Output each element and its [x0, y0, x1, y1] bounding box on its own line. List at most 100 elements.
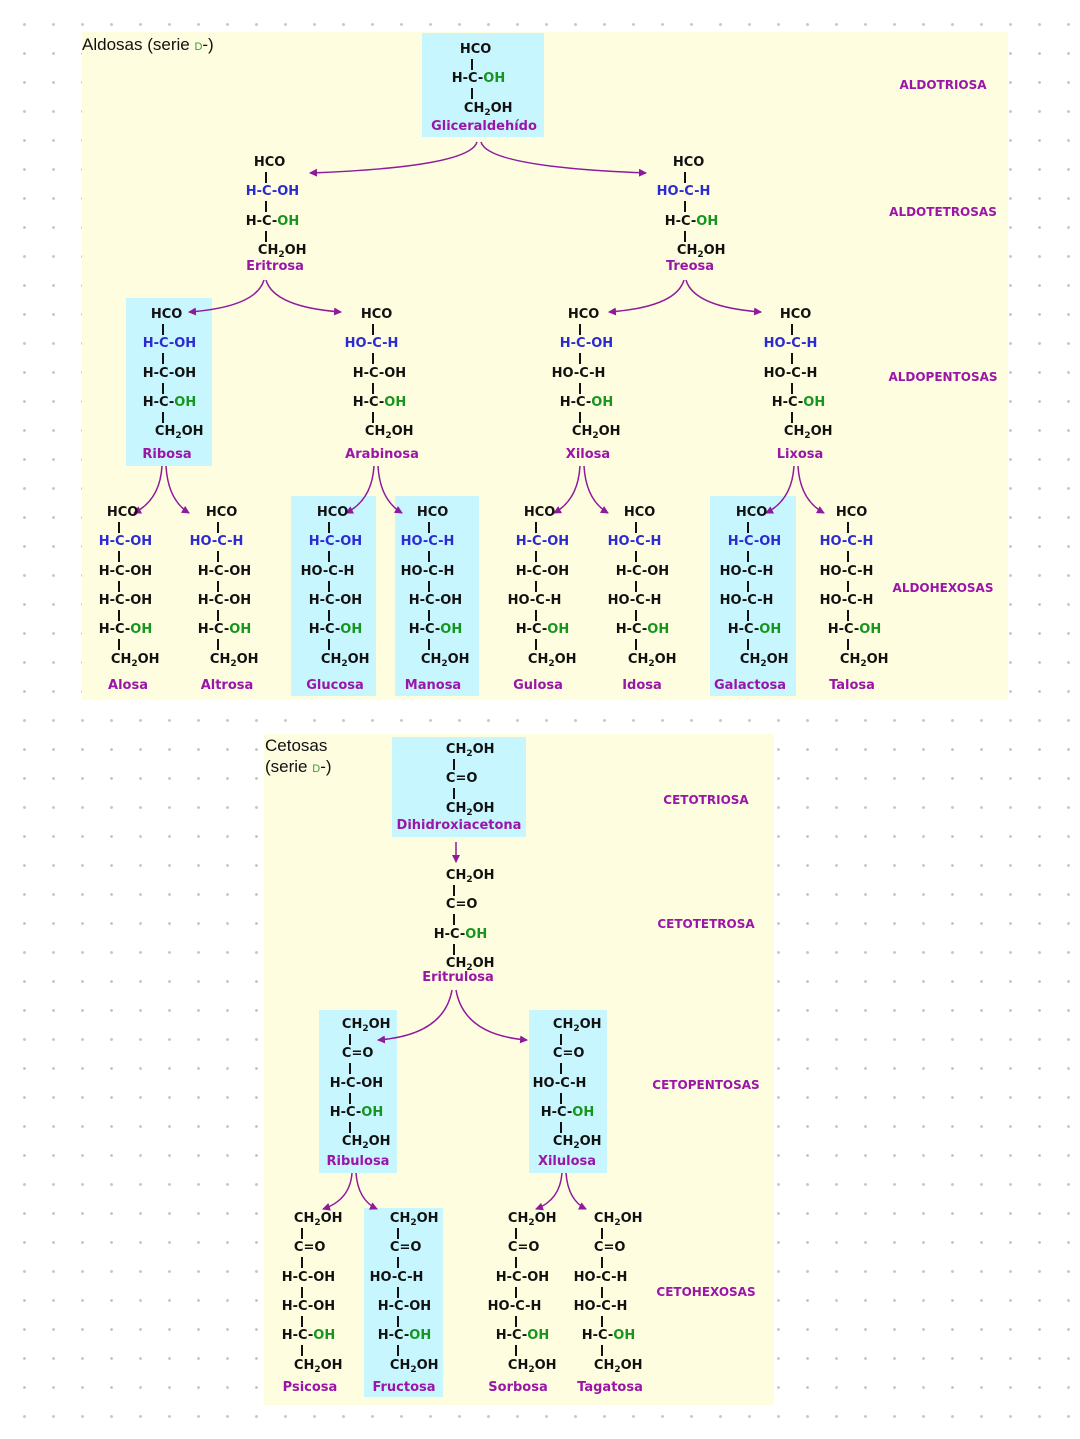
formula-line: H-C-OH: [308, 534, 363, 550]
bond-line: [372, 324, 374, 335]
bond-line: [372, 353, 374, 365]
formula-line: HCO: [459, 42, 492, 57]
bond-line: [791, 353, 793, 365]
bond-line: [118, 522, 120, 533]
bond-line: [684, 201, 686, 213]
bond-line: [453, 788, 455, 800]
bond-line: [747, 639, 749, 651]
bond-line: [301, 1228, 303, 1239]
level-aldohexosas: ALDOHEXOSAS: [892, 581, 994, 595]
formula-line: C=O: [445, 771, 478, 787]
formula-line: CH2OH: [364, 424, 414, 442]
bond-line: [601, 1315, 603, 1327]
formula-line: H-C-OH: [771, 394, 826, 410]
bond-line: [162, 382, 164, 394]
formula-line: H-C-OH: [98, 534, 153, 550]
formula-line: CH2OH: [257, 242, 307, 260]
bond-line: [397, 1345, 399, 1357]
arrow-lixosa-galactosa: [765, 465, 795, 514]
formula-line: H-C-OH: [433, 926, 488, 942]
formula-line: CH2OH: [507, 1211, 557, 1228]
formula-line: H-C-OH: [495, 1328, 550, 1344]
name-manosa: Manosa: [404, 678, 462, 693]
bond-line: [217, 639, 219, 651]
formula-line: HO-C-H: [819, 534, 874, 550]
formula-line: HO-C-H: [551, 365, 606, 381]
bond-line: [118, 580, 120, 592]
arrow-xilulosa-sorbosa: [535, 1172, 563, 1211]
formula-line: HCO: [316, 505, 349, 520]
name-fructosa: Fructosa: [372, 1380, 436, 1395]
name-gliceraldehido: Gliceraldehído: [431, 119, 537, 134]
formula-line: H-C-OH: [408, 592, 463, 608]
bond-line: [428, 639, 430, 651]
name-lixosa: Lixosa: [776, 447, 824, 462]
formula-line: CH2OH: [445, 800, 495, 818]
arrow-xilulosa-tagatosa: [565, 1172, 587, 1210]
formula-line: HCO: [253, 155, 286, 170]
bond-line: [471, 88, 473, 100]
formula-line: HO-C-H: [189, 534, 244, 550]
bond-line: [684, 230, 686, 242]
bond-line: [601, 1257, 603, 1269]
formula-line: H-C-OH: [352, 394, 407, 410]
formula-line: HO-C-H: [400, 563, 455, 579]
bond-line: [397, 1286, 399, 1298]
formula-line: CH2OH: [445, 955, 495, 973]
bond-line: [453, 943, 455, 955]
bond-line: [162, 411, 164, 423]
bond-line: [515, 1345, 517, 1357]
formula-line: C=O: [445, 897, 478, 913]
level-cetotetrosa: CETOTETROSA: [657, 917, 755, 931]
formula-line: H-C-OH: [827, 622, 882, 638]
bond-line: [791, 382, 793, 394]
aldosas-title-text: Aldosas (serie: [82, 35, 195, 54]
bond-line: [515, 1228, 517, 1239]
formula-line: CH2OH: [463, 100, 513, 118]
highlight-galactosa: [710, 496, 796, 696]
formula-line: H-C-OH: [352, 365, 407, 381]
arrow-arabinosa-manosa: [377, 465, 403, 514]
bond-line: [397, 1257, 399, 1269]
bond-line: [579, 353, 581, 365]
bond-line: [515, 1257, 517, 1269]
arrow-xilosa-gulosa: [553, 465, 581, 514]
formula-line: H-C-OH: [515, 534, 570, 550]
formula-line: CH2OH: [293, 1211, 343, 1228]
bond-line: [560, 1092, 562, 1104]
formula-line: HO-C-H: [719, 592, 774, 608]
formula-line: HO-C-H: [487, 1298, 542, 1314]
formula-line: H-C-OH: [281, 1328, 336, 1344]
highlight-glucosa: [291, 496, 376, 696]
formula-line: CH2OH: [839, 651, 889, 669]
bond-line: [397, 1315, 399, 1327]
formula-line: H-C-OH: [281, 1298, 336, 1314]
bond-line: [847, 551, 849, 563]
bond-line: [328, 551, 330, 563]
bond-line: [453, 759, 455, 770]
bond-line: [301, 1286, 303, 1298]
formula-line: CH2OH: [420, 651, 470, 669]
formula-line: H-C-OH: [515, 563, 570, 579]
formula-line: H-C-OH: [245, 184, 300, 200]
formula-line: H-C-OH: [98, 622, 153, 638]
formula-line: HCO: [523, 505, 556, 520]
arrow-gliceraldehido-eritrosa: [309, 141, 478, 177]
level-cetopentosas: CETOPENTOSAS: [652, 1078, 760, 1092]
formula-line: H-C-OH: [329, 1075, 384, 1091]
bond-line: [535, 551, 537, 563]
formula-line: HCO: [106, 505, 139, 520]
bond-line: [601, 1345, 603, 1357]
bond-line: [428, 580, 430, 592]
formula-line: H-C-OH: [495, 1269, 550, 1285]
bond-line: [428, 522, 430, 533]
formula-line: H-C-OH: [197, 622, 252, 638]
arrow-eritrulosa-ribulosa: [377, 989, 453, 1044]
highlight-manosa: [395, 496, 479, 696]
formula-line: HCO: [150, 307, 183, 322]
formula-line: CH2OH: [110, 651, 160, 669]
formula-line: CH2OH: [552, 1134, 602, 1152]
name-galactosa: Galactosa: [713, 678, 787, 693]
bond-line: [349, 1092, 351, 1104]
formula-line: H-C-OH: [98, 563, 153, 579]
